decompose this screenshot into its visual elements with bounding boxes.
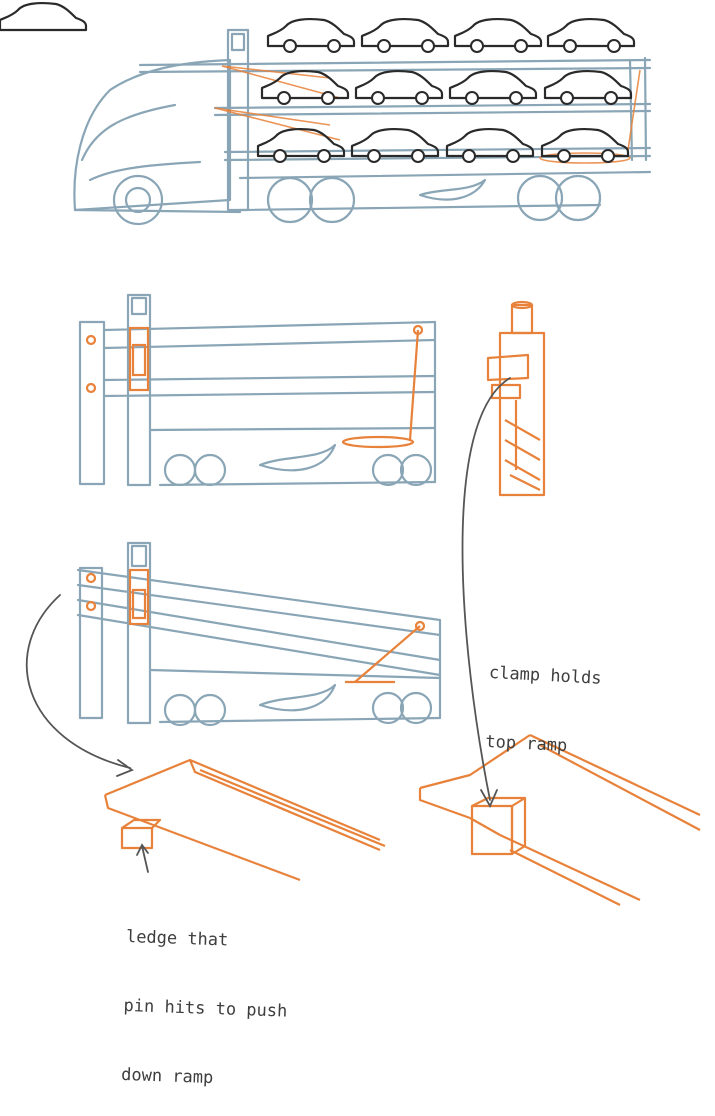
trailer-detail-closed bbox=[78, 293, 437, 487]
arrow-ledge-note bbox=[141, 845, 149, 873]
arrow-to-ledge bbox=[25, 594, 131, 769]
car-icons-grid bbox=[0, 2, 636, 158]
clamp-annotation: clamp holds top ramp bbox=[484, 616, 605, 783]
ledge-annotation: ledge that pin hits to push down ramp bbox=[120, 880, 292, 1116]
clamp-post-detail bbox=[486, 300, 546, 497]
clamp-note-line-1: clamp holds bbox=[488, 662, 602, 689]
ledge-note-line-3: down ramp bbox=[120, 1064, 214, 1089]
trailer-detail-ramp-lowered bbox=[76, 541, 442, 727]
clamp-on-ramp-detail bbox=[418, 734, 701, 906]
clamp-note-line-2: top ramp bbox=[484, 731, 568, 757]
car-carrier-sketch bbox=[0, 2, 701, 906]
ledge-note-line-2: pin hits to push bbox=[123, 995, 288, 1022]
car-carrier-truck-overview bbox=[73, 28, 652, 226]
arrow-to-clamp bbox=[461, 377, 511, 801]
ramp-ledge-detail bbox=[103, 758, 386, 882]
ledge-note-line-1: ledge that bbox=[125, 926, 229, 951]
